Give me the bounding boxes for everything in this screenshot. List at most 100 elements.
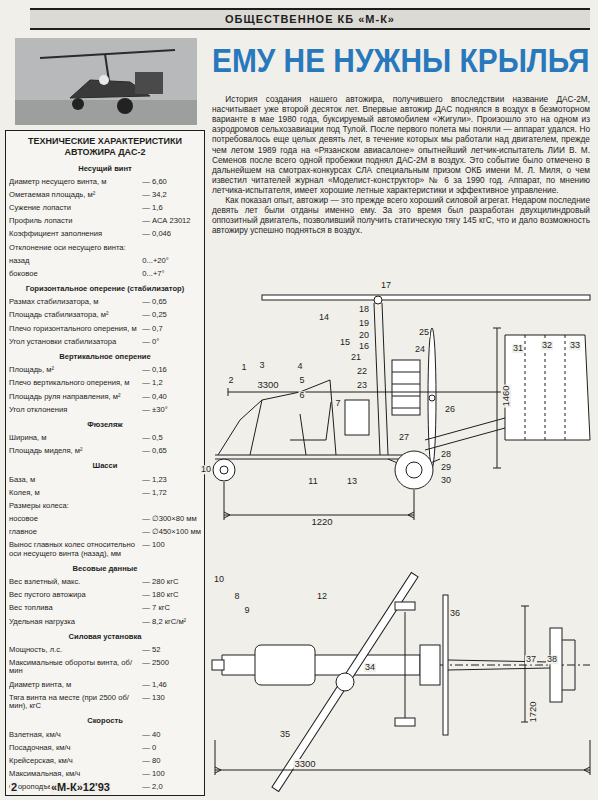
- table-label: Площадь руля направления, м²: [9, 393, 139, 401]
- table-label: Посадочная, км/ч: [9, 744, 139, 752]
- table-label: Вес пустого автожира: [9, 591, 139, 599]
- table-label: Вынос главных колес относительно оси нес…: [9, 541, 139, 558]
- table-value: — 0,7: [142, 325, 201, 333]
- callout-number: 34: [364, 663, 376, 672]
- callout-number: 26: [444, 405, 456, 414]
- drawing-stroke: [395, 718, 415, 726]
- table-value: — 34,2: [142, 191, 201, 199]
- table-label: Площадь стабилизатора, м²: [9, 311, 139, 319]
- table-value: — 100: [142, 541, 201, 558]
- drawing-stroke: [212, 660, 224, 670]
- drawing-stroke: [215, 767, 590, 773]
- dimension: 3300: [256, 380, 279, 390]
- drawing-stroke: [40, 50, 175, 58]
- drawing-stroke: [135, 72, 163, 94]
- drawing-stroke: [220, 466, 228, 474]
- drawing-stroke: [420, 645, 440, 685]
- drawing-stroke: [222, 655, 420, 675]
- callout-number: 23: [356, 381, 368, 390]
- table-value: — 1,2: [142, 379, 201, 387]
- table-value: — 100: [142, 770, 201, 778]
- article-text: История создания нашего автожира, получи…: [212, 94, 590, 236]
- drawing-stroke: [300, 414, 306, 455]
- table-section: Скорость: [9, 715, 201, 725]
- table-section: Фюзеляж: [9, 419, 201, 429]
- callout-number: 7: [334, 399, 341, 408]
- table-value: — 0,046: [142, 230, 201, 238]
- drawing-stroke: [429, 395, 435, 401]
- table-label: Вес топлива: [9, 604, 139, 612]
- table-value: — 80: [142, 757, 201, 765]
- table-label: главное: [9, 528, 139, 536]
- table-section: Шасси: [9, 460, 201, 470]
- table-value: — 0: [142, 744, 201, 752]
- callout-number: 35: [279, 730, 291, 739]
- callout-number: 27: [398, 433, 410, 442]
- callout-number: 38: [546, 655, 558, 664]
- page-footer: 2: [10, 782, 18, 794]
- callout-number: 21: [350, 353, 362, 362]
- table-label: Ометаемая площадь, м²: [9, 191, 139, 199]
- side-view: [213, 295, 590, 520]
- table-value: — 2500: [142, 659, 201, 676]
- drawing-stroke: [392, 372, 420, 408]
- table-section: Весовые данные: [9, 563, 201, 573]
- table-value: — 2,0: [142, 783, 201, 791]
- table-label: Коэффициент заполнения: [9, 230, 139, 238]
- callout-number: 1: [240, 363, 247, 372]
- table-label: База, м: [9, 476, 139, 484]
- table-value: — 6,60: [142, 178, 201, 186]
- table-value: — ∅300×80 мм: [142, 515, 201, 523]
- callout-number: 5: [298, 376, 305, 385]
- drawing-stroke: [336, 673, 354, 691]
- table-label: Угол отклонения: [9, 406, 139, 414]
- page-title: ЕМУ НЕ НУЖНЫ КРЫЛЬЯ: [212, 42, 554, 80]
- drawing-stroke: [392, 360, 420, 415]
- drawing-stroke: [99, 75, 109, 85]
- table-value: — АСА 23012: [142, 217, 201, 225]
- section-band: ОБЩЕСТВЕННОЕ КБ «М-К»: [30, 8, 590, 30]
- table-label: Крейсерская, км/ч: [9, 757, 139, 765]
- dimension: 1220: [310, 517, 333, 527]
- callout-number: 9: [243, 606, 250, 615]
- table-value: — 1,72: [142, 489, 201, 497]
- table-value: — 0,5: [142, 434, 201, 442]
- drawing-stroke: [425, 418, 505, 450]
- drawing-stroke: [345, 400, 369, 435]
- dimension: 1720: [528, 700, 538, 723]
- drawing-stroke: [262, 295, 590, 300]
- drawing-stroke: [374, 303, 388, 455]
- dimension: 1460: [501, 384, 511, 407]
- callout-number: 28: [440, 450, 452, 459]
- callout-number: 10: [200, 465, 212, 474]
- drawing-stroke: [443, 595, 448, 735]
- callout-number: 4: [296, 362, 303, 371]
- drawing-stroke: [405, 612, 406, 718]
- table-label: Плечо горизонтального оперения, м: [9, 325, 139, 333]
- callout-number: 20: [358, 331, 370, 340]
- callout-number: 16: [358, 342, 370, 351]
- callout-number: 14: [318, 313, 330, 322]
- table-label: Ширина, м: [9, 434, 139, 442]
- page-footer: «М-К»12'93: [50, 782, 111, 794]
- table-value: — 52: [142, 646, 201, 654]
- drawing-stroke: [395, 602, 415, 610]
- callout-number: 37: [525, 655, 537, 664]
- drawing-stroke: [505, 335, 590, 440]
- table-value: — 0,65: [142, 447, 201, 455]
- table-value: 0...+7°: [142, 270, 201, 278]
- table-value: — 0,65: [142, 298, 201, 306]
- drawing-stroke: [213, 459, 235, 481]
- table-value: — 0,25: [142, 311, 201, 319]
- table-value: — 7 кгС: [142, 604, 201, 612]
- table-label: Отклонение оси несущего винта:: [9, 244, 201, 252]
- callout-number: 3: [258, 361, 265, 370]
- paragraph: Как показал опыт, автожир — это прежде в…: [212, 195, 590, 235]
- drawing-stroke: [493, 328, 501, 468]
- table-label: Вес взлетный, макс.: [9, 578, 139, 586]
- callout-number: 13: [346, 477, 358, 486]
- drawing-stroke: [525, 335, 565, 440]
- node-text: ОБЩЕСТВЕННОЕ КБ «М-К»: [225, 13, 395, 25]
- drawing-stroke: [250, 380, 336, 455]
